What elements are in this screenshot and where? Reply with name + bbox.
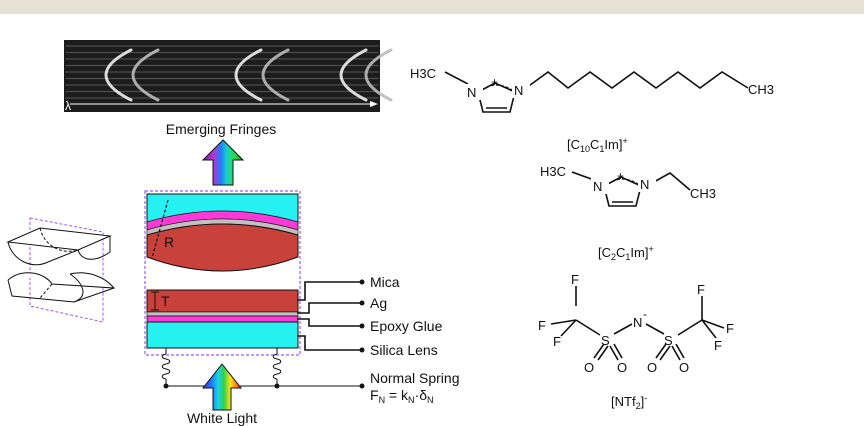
c2-ch3-left: H3C: [540, 164, 566, 179]
wavelength-symbol: λ: [65, 99, 71, 113]
layer-leaders: [166, 279, 365, 389]
ntf2-s-left: S: [601, 333, 610, 348]
spring-formula: FN = kN·δN: [370, 387, 434, 405]
ntf2-o-3: O: [647, 360, 657, 375]
output-arrow: [201, 139, 245, 186]
emerging-fringes-label: Emerging Fringes: [166, 121, 277, 137]
c10-plus: +: [491, 75, 498, 89]
ntf2-o-4: O: [679, 360, 689, 375]
layer-label-epoxy: Epoxy Glue: [370, 318, 443, 334]
c2-n2: N: [640, 177, 649, 192]
c2-plus: +: [617, 169, 624, 183]
c2-n1: N: [593, 179, 602, 194]
fringe-image: λ: [64, 40, 393, 113]
ntf2-f-top-right: F: [697, 282, 705, 297]
apparatus-frame: [144, 190, 301, 356]
ntf2-f-bottom-left: F: [553, 334, 561, 349]
c10-label: [C10C1Im]+: [567, 136, 628, 154]
radius-line: [151, 199, 169, 259]
molecule-ntf2: F F F S N - S F F F O O O O: [538, 272, 734, 375]
upper-lens: R: [146, 193, 299, 272]
crossed-cylinders-sketch: [6, 217, 116, 323]
ntf2-f-left: F: [538, 318, 546, 333]
fringe-arc: [234, 48, 263, 102]
spring-right: [272, 348, 282, 389]
lower-mica-layer: [146, 289, 299, 313]
ntf2-n: N: [633, 315, 642, 330]
ntf2-s-right: S: [664, 333, 673, 348]
layer-label-ag: Ag: [370, 295, 387, 311]
lower-silver-layer: [146, 311, 299, 317]
thickness-label: T: [161, 293, 170, 309]
c10-n2: N: [514, 83, 523, 98]
ntf2-o-1: O: [584, 360, 594, 375]
lower-lens: T: [146, 289, 299, 349]
upper-mica-layer: [146, 223, 299, 272]
ntf2-n-minus: -: [643, 307, 647, 321]
lower-silica-layer: [146, 321, 299, 349]
spring-label: Normal Spring: [370, 370, 459, 386]
ntf2-f-bottom-right: F: [714, 338, 722, 353]
ntf2-f-top-left: F: [571, 272, 579, 287]
c10-ch3-end: CH3: [748, 82, 774, 97]
lower-epoxy-layer: [146, 315, 299, 323]
fringe-arc: [261, 48, 290, 102]
ntf2-f-right: F: [726, 321, 734, 336]
ntf2-o-2: O: [617, 360, 627, 375]
c2-label: [C2C1Im]+: [598, 244, 654, 262]
fringe-arc: [364, 48, 393, 102]
layer-label-silica: Silica Lens: [370, 342, 438, 358]
fringe-arc: [104, 48, 133, 102]
input-arrow: [201, 363, 243, 411]
molecule-c10c1im: H3C N + N CH3: [410, 66, 774, 113]
layer-label-mica: Mica: [370, 274, 400, 290]
radius-label: R: [164, 234, 174, 250]
white-light-label: White Light: [187, 410, 257, 426]
top-bar: [0, 0, 864, 14]
c2-ch3-end: CH3: [690, 186, 716, 201]
fringe-arc: [131, 48, 160, 102]
molecule-c2c1im: H3C N + N CH3: [540, 164, 716, 207]
c10-ch3-left: H3C: [410, 66, 436, 81]
fringe-arc: [339, 48, 368, 102]
c10-n1: N: [467, 85, 476, 100]
spring-left: [161, 348, 171, 389]
ntf2-label: [NTf2]-: [611, 393, 647, 411]
wavelength-axis-arrowhead: [370, 101, 378, 107]
